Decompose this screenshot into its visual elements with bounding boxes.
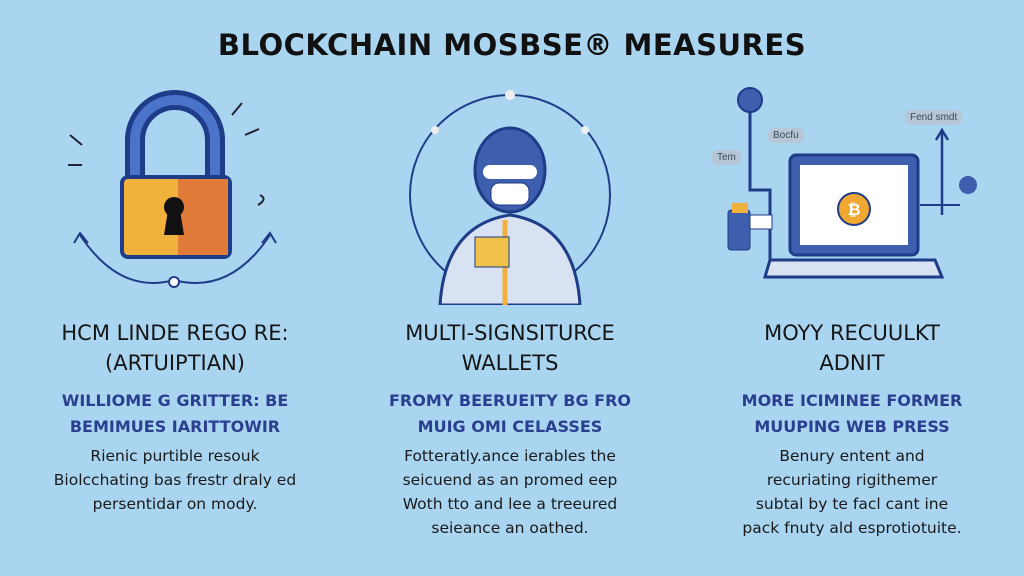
body-line: recuriating rigithemer — [766, 471, 938, 489]
subheading-line: MUIG OMI CELASSES — [417, 417, 603, 436]
body-line: seieance an oathed. — [431, 519, 589, 537]
feature-heading: HCM LINDE REGO RE: (ARTUIPTIAN) — [5, 318, 345, 378]
subheading-line: MUUPING WEB PRESS — [754, 417, 950, 436]
body-line: Fotteratly.ance ierables the — [404, 447, 616, 465]
feature-description: Fotteratly.ance ierables the seicuend as … — [340, 444, 680, 540]
feature-subheading: WILLIOME G GRITTER: BE BEMIMUES IARITTOWI… — [5, 388, 345, 440]
svg-text:₿: ₿ — [847, 200, 860, 219]
label-bubble-mid: Bocfu — [768, 128, 804, 143]
body-line: persentidar on mody. — [92, 495, 258, 513]
body-line: subtal by te facl cant ine — [755, 495, 949, 513]
feature-subheading: MORE ICIMINEE FORMER MUUPING WEB PRESS — [682, 388, 1022, 440]
body-line: Biolcchating bas frestr draly ed — [53, 471, 297, 489]
subheading-line: BEMIMUES IARITTOWIR — [69, 417, 281, 436]
heading-line: HCM LINDE REGO RE: — [61, 321, 289, 345]
body-line: Benury entent and — [779, 447, 925, 465]
page-title: BLOCKCHAIN MOSBSE® MEASURES — [217, 28, 807, 62]
body-line: seicuend as an promed eep — [402, 471, 618, 489]
feature-heading: MULTI-SIGNSITURCE WALLETS — [340, 318, 680, 378]
body-line: pack fnuty ald esprotiotuite. — [742, 519, 962, 537]
body-line: Woth tto and lee a treeured — [402, 495, 618, 513]
feature-description: Benury entent and recuriating rigithemer s… — [682, 444, 1022, 540]
security-person-icon — [409, 90, 611, 305]
heading-line: MOYY RECUULKT — [764, 321, 940, 345]
heading-line: ADNIT — [819, 351, 885, 375]
padlock-icon — [68, 90, 277, 288]
subheading-line: FROMY BEERUEITY BG FRO — [389, 391, 631, 410]
heading-line: MULTI-SIGNSITURCE — [405, 321, 615, 345]
feature-subheading: FROMY BEERUEITY BG FRO MUIG OMI CELASSES — [340, 388, 680, 440]
subheading-line: MORE ICIMINEE FORMER — [741, 391, 963, 410]
heading-line: WALLETS — [461, 351, 559, 375]
heading-line: (ARTUIPTIAN) — [105, 351, 245, 375]
body-line: Rienic purtible resouk — [90, 447, 260, 465]
subheading-line: WILLIOME G GRITTER: BE — [61, 391, 289, 410]
feature-heading: MOYY RECUULKT ADNIT — [682, 318, 1022, 378]
label-bubble-left: Tem — [712, 150, 741, 165]
feature-column-2: MULTI-SIGNSITURCE WALLETS FROMY BEERUEITY… — [340, 318, 680, 540]
feature-column-1: HCM LINDE REGO RE: (ARTUIPTIAN) WILLIOME … — [5, 318, 345, 516]
label-bubble-right: Fend smdt — [905, 110, 963, 125]
laptop-bitcoin-icon: ₿ — [727, 87, 977, 279]
